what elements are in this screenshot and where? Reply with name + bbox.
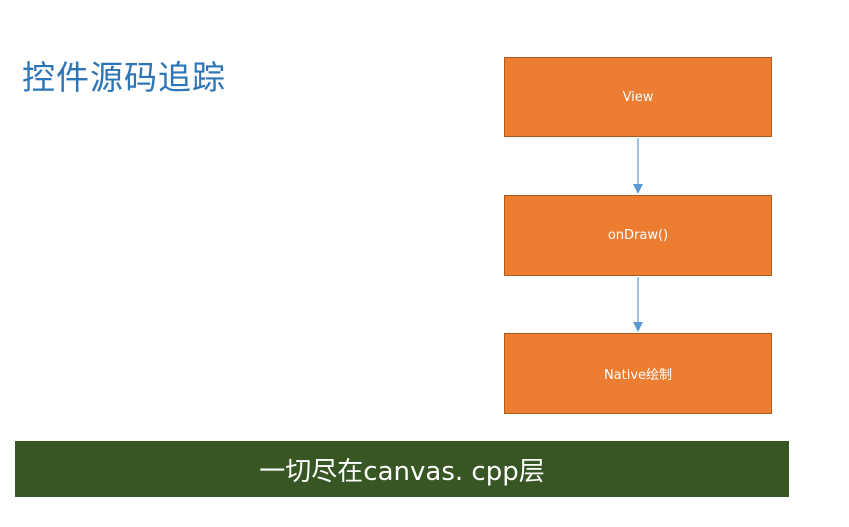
flow-box-native-draw: Native绘制 [504,333,772,414]
slide-title: 控件源码追踪 [22,58,226,97]
flow-box-label: View [622,89,654,105]
flow-box-ondraw: onDraw() [504,195,772,276]
summary-banner-text: 一切尽在canvas. cpp层 [259,456,545,487]
flow-box-label: Native绘制 [603,368,673,383]
flow-box-view: View [504,57,772,137]
summary-banner: 一切尽在canvas. cpp层 [15,441,789,497]
flow-box-label: onDraw() [607,228,669,243]
